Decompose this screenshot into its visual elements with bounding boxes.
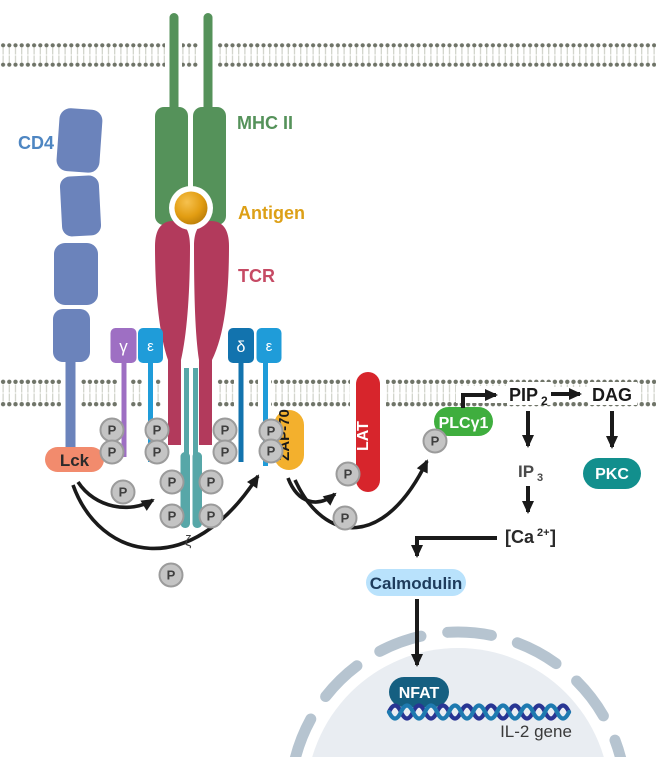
tcr-label: TCR bbox=[238, 266, 275, 286]
phosphate-marker: P bbox=[422, 428, 448, 454]
phosphate-marker: P bbox=[158, 562, 184, 588]
pkc-label: PKC bbox=[595, 466, 629, 483]
phosphate-label: P bbox=[267, 444, 276, 459]
arrow-ca-to-calmodulin bbox=[411, 536, 497, 558]
phosphate-label: P bbox=[207, 509, 216, 524]
cd3-epsilon-chain-1 bbox=[138, 328, 163, 462]
phosphate-label: P bbox=[221, 445, 230, 460]
antigen-sphere bbox=[169, 186, 213, 230]
nfat-protein bbox=[389, 677, 449, 707]
phosphate-label: P bbox=[344, 467, 353, 482]
phosphate-marker: P bbox=[335, 461, 361, 487]
phosphate-label: P bbox=[153, 445, 162, 460]
phosphate-label: P bbox=[153, 423, 162, 438]
phosphate-marker: P bbox=[144, 417, 170, 443]
phosphate-marker: P bbox=[99, 417, 125, 443]
phosphate-label: P bbox=[207, 475, 216, 490]
phosphate-label: P bbox=[108, 423, 117, 438]
mhc-label: MHC II bbox=[237, 113, 293, 133]
arrow-plc-to-pip2 bbox=[461, 389, 498, 408]
svg-text:PIP: PIP bbox=[509, 385, 538, 405]
lat-protein bbox=[356, 372, 380, 492]
nucleus bbox=[289, 626, 627, 757]
phosphate-label: P bbox=[168, 475, 177, 490]
epsilon2-label: ε bbox=[266, 338, 273, 355]
tcr-protein bbox=[155, 221, 229, 445]
zeta-chains bbox=[180, 368, 202, 528]
lat-label: LAT bbox=[355, 421, 372, 451]
zeta-label: ζ bbox=[185, 533, 192, 550]
phosphate-label: P bbox=[221, 423, 230, 438]
cd3-delta-chain bbox=[228, 328, 254, 462]
calmodulin-label: Calmodulin bbox=[370, 574, 463, 593]
pathway-arrows bbox=[71, 388, 618, 667]
svg-text:[Ca: [Ca bbox=[505, 527, 535, 547]
phosphate-label: P bbox=[341, 511, 350, 526]
phosphate-marker: P bbox=[144, 439, 170, 465]
phosphate-marker: P bbox=[212, 417, 238, 443]
calmodulin-protein bbox=[366, 569, 466, 596]
cd4-protein bbox=[53, 108, 103, 450]
arrow-lck-to-zap70 bbox=[71, 474, 260, 551]
ip3-label: IP 3 bbox=[518, 462, 543, 484]
phosphate-marker: P bbox=[212, 439, 238, 465]
pkc-protein bbox=[583, 458, 641, 489]
svg-text:IP: IP bbox=[518, 462, 534, 481]
cd3-epsilon-chain-2 bbox=[256, 328, 282, 466]
plc-label: PLCγ1 bbox=[439, 415, 489, 432]
il2-gene-label: IL-2 gene bbox=[500, 722, 572, 741]
phosphate-label: P bbox=[108, 445, 117, 460]
antigen-label: Antigen bbox=[238, 203, 305, 223]
phosphate-marker: P bbox=[99, 439, 125, 465]
phosphate-label: P bbox=[119, 485, 128, 500]
cd4-label: CD4 bbox=[18, 133, 54, 153]
pip2-label: PIP 2 bbox=[509, 385, 548, 408]
lck-kinase bbox=[45, 447, 104, 472]
phosphate-marker: P bbox=[159, 469, 185, 495]
delta-label: δ bbox=[237, 339, 246, 356]
phosphate-marker: P bbox=[332, 505, 358, 531]
svg-text:2+: 2+ bbox=[537, 527, 550, 539]
phosphate-marker: P bbox=[198, 503, 224, 529]
calcium-label: [Ca 2+ ] bbox=[505, 527, 556, 547]
svg-text:2: 2 bbox=[541, 394, 548, 408]
phosphate-marker: P bbox=[110, 479, 136, 505]
nfat-label: NFAT bbox=[399, 685, 440, 702]
svg-text:3: 3 bbox=[537, 472, 543, 484]
apc-membrane bbox=[0, 42, 656, 68]
phosphate-label: P bbox=[431, 434, 440, 449]
epsilon1-label: ε bbox=[147, 338, 154, 355]
dna-helix bbox=[386, 703, 572, 721]
phosphate-marker: P bbox=[159, 503, 185, 529]
cd3-gamma-chain bbox=[110, 328, 137, 457]
gamma-label: γ bbox=[119, 337, 128, 356]
phosphate-label: P bbox=[168, 509, 177, 524]
arrow-lck-to-zeta bbox=[76, 480, 155, 511]
phosphate-label: P bbox=[267, 424, 276, 439]
arrow-zap70-to-plc bbox=[293, 459, 429, 530]
phosphate-marker: P bbox=[258, 438, 284, 464]
dag-label: DAG bbox=[592, 385, 632, 405]
lck-label: Lck bbox=[60, 451, 90, 470]
plc-gamma1-protein bbox=[434, 407, 493, 436]
phosphate-label: P bbox=[167, 568, 176, 583]
phosphate-marker: P bbox=[198, 469, 224, 495]
svg-text:]: ] bbox=[550, 527, 556, 547]
